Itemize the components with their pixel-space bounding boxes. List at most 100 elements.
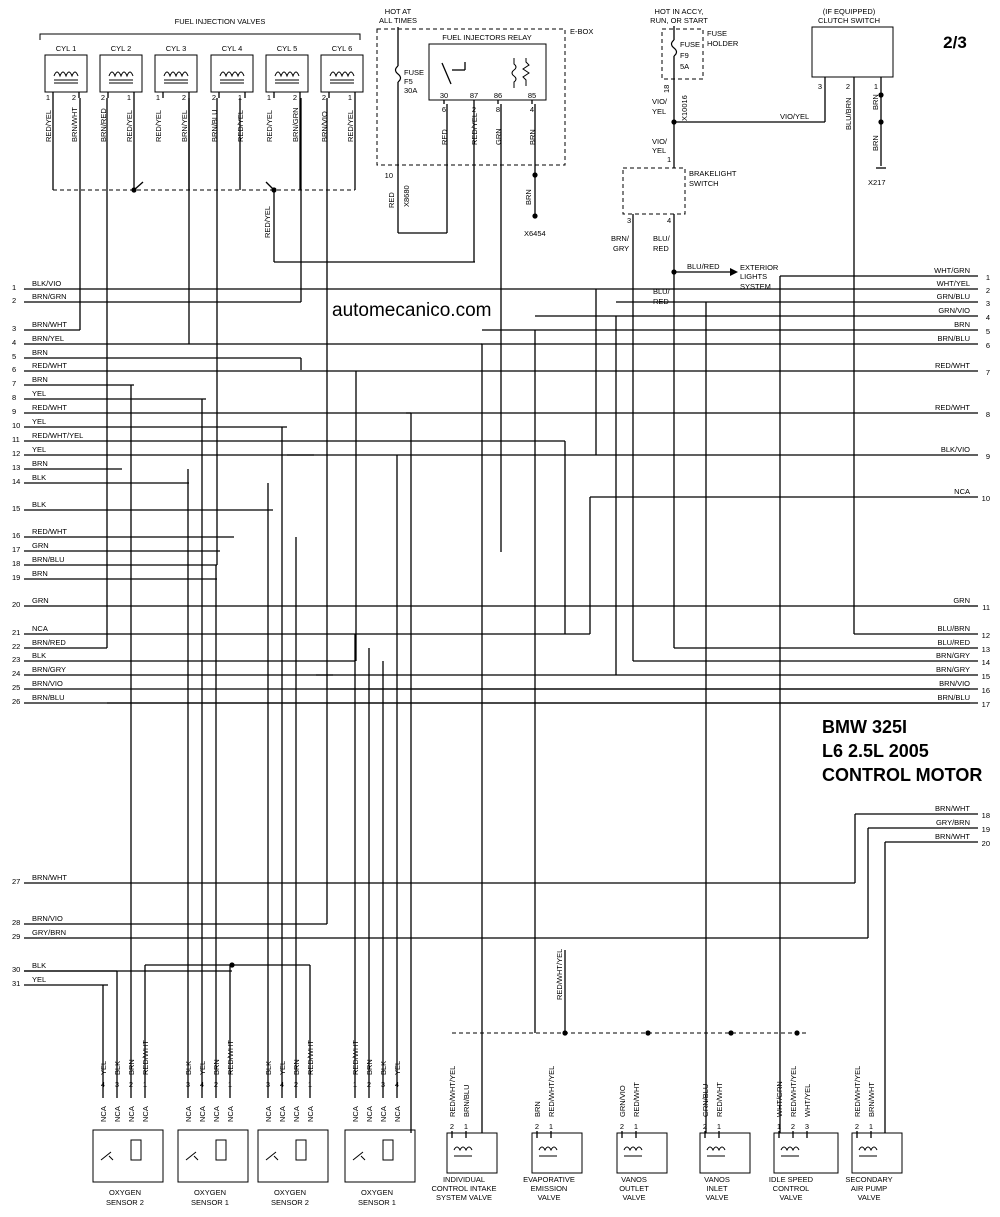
valve-name: INLET bbox=[706, 1184, 728, 1193]
valve-name: VALVE bbox=[779, 1193, 802, 1202]
pin-number: 5 bbox=[986, 327, 990, 336]
fuel-injector-box bbox=[210, 54, 254, 93]
nca-label: NCA bbox=[278, 1106, 287, 1122]
relay-pin-label: 30 bbox=[440, 91, 448, 100]
valve-coil-icon bbox=[858, 1146, 878, 1152]
wire-color-label: BRN/RED bbox=[99, 108, 108, 142]
cylinder-label: CYL 2 bbox=[111, 44, 132, 53]
pin-number: 15 bbox=[12, 504, 20, 513]
nca-label: NCA bbox=[184, 1106, 193, 1122]
wire-color-label: GRN bbox=[953, 596, 970, 605]
injector-coil-icon bbox=[53, 71, 79, 78]
valve-name: EVAPORATIVE bbox=[523, 1175, 575, 1184]
diagram-title: BMW 325I bbox=[822, 717, 907, 737]
pin-number: 4 bbox=[667, 216, 671, 225]
pin-number: 2 bbox=[72, 93, 76, 102]
wire-color-label: RED/YEL bbox=[154, 110, 163, 142]
hot-at-label: HOT AT bbox=[385, 7, 412, 16]
oxygen-sensor-box bbox=[257, 1129, 329, 1183]
wire-color-label: BRN/WHT bbox=[867, 1082, 876, 1117]
wire-color-label: BRN/VIO bbox=[32, 914, 63, 923]
valve-name: INDIVIDUAL bbox=[443, 1175, 485, 1184]
exterior-lights-label: EXTERIOR bbox=[740, 263, 779, 272]
pin-number: 2 bbox=[703, 1122, 707, 1131]
pin-number: 26 bbox=[12, 697, 20, 706]
pin-number: 22 bbox=[12, 642, 20, 651]
fuel-injector-box bbox=[154, 54, 198, 93]
pin-number: 2 bbox=[322, 93, 326, 102]
wire-color-label: GRN bbox=[32, 541, 49, 550]
wire-color-label: BRN/GRY bbox=[936, 651, 970, 660]
wire-color-label: VIO/YEL bbox=[780, 112, 809, 121]
pin-number: 1 bbox=[156, 93, 160, 102]
valve-coil-icon bbox=[706, 1146, 726, 1152]
pin-number: 15 bbox=[982, 672, 990, 681]
relay-pin-label: 85 bbox=[528, 91, 536, 100]
wire bbox=[265, 181, 275, 191]
valve-name: OUTLET bbox=[619, 1184, 649, 1193]
wire-color-label: BRN bbox=[32, 569, 48, 578]
pin-number: 3 bbox=[986, 299, 990, 308]
pin-number: 3 bbox=[12, 324, 16, 333]
wire-color-label: BRN/GRY bbox=[32, 665, 66, 674]
wire bbox=[133, 181, 144, 191]
wire-color-label: BRN/BLU bbox=[937, 334, 970, 343]
wire-color-label: BRN/RED bbox=[32, 638, 66, 647]
wire-color-label: BLU/ bbox=[653, 234, 671, 243]
e-box bbox=[376, 28, 566, 166]
wire-color-label: RED/YEL bbox=[265, 110, 274, 142]
pin-number: 2 bbox=[620, 1122, 624, 1131]
fuse-holder bbox=[661, 28, 704, 80]
valve-name: VANOS bbox=[704, 1175, 730, 1184]
hot-in-accy-label: HOT IN ACCY, bbox=[655, 7, 704, 16]
cylinder-label: CYL 4 bbox=[222, 44, 243, 53]
pin-number: 29 bbox=[12, 932, 20, 941]
splice-dot bbox=[728, 1030, 734, 1036]
wire-color-label: RED/YEL bbox=[346, 110, 355, 142]
pin-number: 1 bbox=[634, 1122, 638, 1131]
pin-number: 1 bbox=[464, 1122, 468, 1131]
connector-id: X10016 bbox=[680, 95, 689, 121]
pin-number: 8 bbox=[986, 410, 990, 419]
fuel-injector-box bbox=[265, 54, 309, 93]
wire-color-label: GRY/BRN bbox=[936, 818, 970, 827]
wire-color-label: GRN/BLU bbox=[937, 292, 970, 301]
nca-label: NCA bbox=[226, 1106, 235, 1122]
nca-label: NCA bbox=[113, 1106, 122, 1122]
wire-color-label: BLU/RED bbox=[687, 262, 720, 271]
valve-name: IDLE SPEED bbox=[769, 1175, 814, 1184]
relay-title: FUEL INJECTORS RELAY bbox=[442, 33, 531, 42]
wire-color-label: BRN bbox=[32, 375, 48, 384]
page-number: 2/3 bbox=[943, 33, 967, 52]
wire-color-label: BRN/GRN bbox=[32, 292, 67, 301]
pin-number: 20 bbox=[982, 839, 990, 848]
wire-color-label: RED/WHT bbox=[32, 403, 67, 412]
wire-color-label: BRN/VIO bbox=[939, 679, 970, 688]
wire-color-label: BLK bbox=[32, 651, 46, 660]
fuse-holder-label: HOLDER bbox=[707, 39, 739, 48]
valve-name: CONTROL bbox=[773, 1184, 810, 1193]
wire-color-label: RED/WHT bbox=[715, 1082, 724, 1117]
nca-label: NCA bbox=[292, 1106, 301, 1122]
pin-number: 2 bbox=[791, 1122, 795, 1131]
pin-number: 1 bbox=[267, 93, 271, 102]
pin-number: 16 bbox=[12, 531, 20, 540]
sensor-name: SENSOR 2 bbox=[106, 1198, 144, 1207]
nca-label: NCA bbox=[306, 1106, 315, 1122]
nca-label: NCA bbox=[393, 1106, 402, 1122]
wire-color-label: BLU/BRN bbox=[844, 97, 853, 130]
pin-number: 17 bbox=[12, 545, 20, 554]
pin-number: 17 bbox=[982, 700, 990, 709]
fuse-icon bbox=[394, 65, 402, 83]
relay-pin-label: 86 bbox=[494, 91, 502, 100]
wire-color-label: RED/WHT/YEL bbox=[448, 1066, 457, 1117]
pin-number: 9 bbox=[12, 407, 16, 416]
wire-color-label: WHT/GRN bbox=[934, 266, 970, 275]
if-equipped-label: (IF EQUIPPED) bbox=[823, 7, 876, 16]
sensor-element-icon bbox=[100, 1151, 114, 1161]
pin-number: 2 bbox=[450, 1122, 454, 1131]
splice-dot bbox=[794, 1030, 800, 1036]
nca-label: NCA bbox=[99, 1106, 108, 1122]
valve-name: EMISSION bbox=[531, 1184, 568, 1193]
valve-coil-icon bbox=[538, 1146, 558, 1152]
